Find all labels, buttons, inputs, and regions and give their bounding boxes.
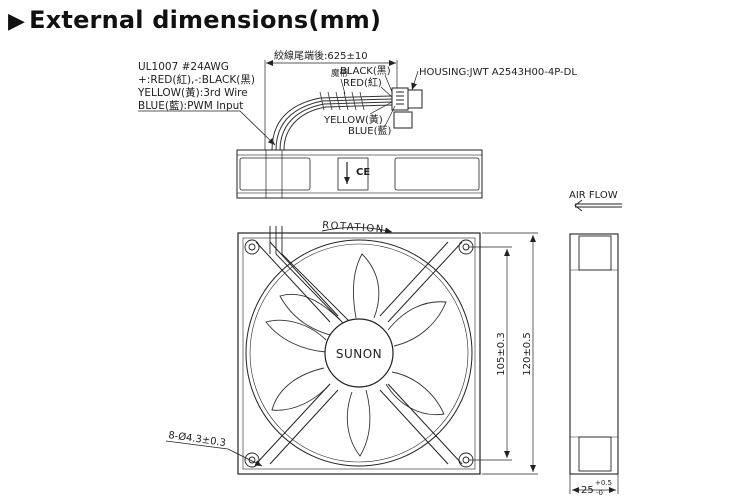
fan-profile-view <box>569 233 619 475</box>
wire-spec-line-1: UL1007 #24AWG <box>138 61 229 73</box>
dim-25-lines <box>569 474 619 494</box>
mounting-hole-bottom-left <box>244 452 260 468</box>
wire-label-blue: BLUE(藍) <box>348 124 391 137</box>
airflow-label: AIR FLOW <box>569 190 618 201</box>
dim-105-label: 105±0.3 <box>496 332 507 375</box>
dim-25-tol-upper: +0.5 <box>595 479 612 487</box>
title-triangle-icon: ▶ <box>8 9 26 34</box>
wire-spec-line-3: YELLOW(黃):3rd Wire <box>137 86 248 99</box>
dimension-lines-front <box>468 232 538 475</box>
rotation-arrow <box>321 226 393 234</box>
fan-side-view <box>236 149 483 199</box>
frame-spokes <box>255 241 463 465</box>
hole-spec-label: 8-Ø4.3±0.3 <box>168 429 227 449</box>
wire-leader-red <box>380 86 393 98</box>
fan-front-view <box>237 232 481 475</box>
dim-120-label: 120±0.5 <box>522 332 533 375</box>
page-title-text: External dimensions(mm) <box>29 6 382 34</box>
wire-spec-leader <box>138 110 276 146</box>
brand-label: SUNON <box>336 347 382 361</box>
housing-leader <box>411 70 419 91</box>
connector-housing <box>391 87 423 129</box>
wire-spec-block: UL1007 #24AWG +:RED(紅),-:BLACK(黑) YELLOW… <box>137 61 255 112</box>
airflow-arrow-icon <box>574 199 622 212</box>
strip-length-label: 絞線尾端後:625±10 <box>274 49 368 62</box>
dim-25-label: 25 <box>581 485 594 496</box>
hole-spec-leader <box>165 440 263 467</box>
page-title: ▶External dimensions(mm) <box>8 6 381 34</box>
wire-channel <box>269 226 351 325</box>
heat-shrink-leader <box>340 78 346 95</box>
wire-bundle <box>271 95 393 151</box>
housing-label: HOUSING:JWT A2543H00-4P-DL <box>419 67 577 78</box>
wire-label-black: BLACK(黑) <box>340 65 391 77</box>
fan-blades <box>265 253 447 457</box>
heat-shrink-label: 魔帶 <box>331 68 349 79</box>
wire-label-red: RED(紅) <box>343 77 382 89</box>
dim-25-tol-lower: -0 <box>596 489 603 497</box>
mounting-hole-top-left <box>244 239 260 255</box>
ce-mark: CE <box>356 167 370 178</box>
wire-spec-line-4: BLUE(藍):PWM Input <box>138 99 243 112</box>
wire-leader-yellow <box>369 101 393 115</box>
wire-label-yellow: YELLOW(黃) <box>323 113 383 126</box>
wire-leader-blue <box>384 105 396 127</box>
wire-leader-black <box>384 74 393 93</box>
heat-shrink-twist <box>319 91 365 111</box>
fan-hub <box>324 318 394 388</box>
wire-spec-line-2: +:RED(紅),-:BLACK(黑) <box>138 74 255 86</box>
